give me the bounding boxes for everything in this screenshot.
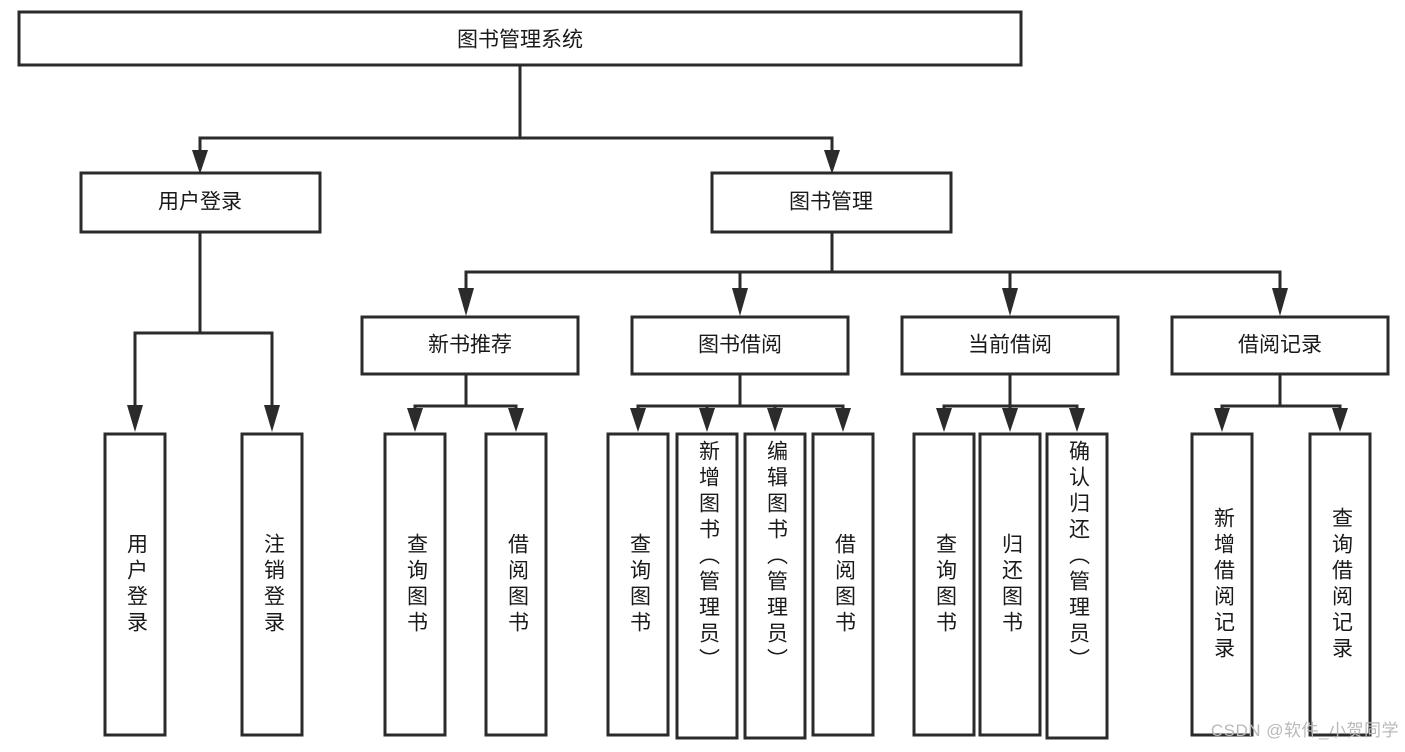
- leaf-box-bookborrow-query[interactable]: [606, 432, 670, 737]
- node-box-borrow-record[interactable]: [1170, 315, 1390, 376]
- node-label-book-management: 图书管理: [789, 191, 873, 214]
- node-label-current-borrow: 当前借阅: [968, 334, 1052, 357]
- node-box-book-management[interactable]: [710, 171, 953, 234]
- connector-bookmgmt-to-level3: [458, 230, 1288, 316]
- connector-bookborrow-to-leaves: [630, 372, 851, 432]
- csdn-watermark: CSDN @软件_小贺同学: [1210, 721, 1399, 740]
- node-box-book-borrow[interactable]: [630, 315, 850, 376]
- connector-currentborrow-to-leaves: [936, 372, 1085, 432]
- leaf-box-record-query[interactable]: [1308, 432, 1372, 737]
- node-box-root[interactable]: [17, 10, 1023, 67]
- leaf-box-currentborrow-confirm[interactable]: [1045, 432, 1109, 740]
- leaf-box-record-add[interactable]: [1190, 432, 1254, 737]
- connector-newbook-to-leaves: [407, 372, 524, 432]
- leaf-box-user-login-logout[interactable]: [240, 432, 304, 737]
- leaf-box-bookborrow-edit[interactable]: [743, 432, 807, 740]
- node-box-user-login[interactable]: [79, 171, 322, 234]
- leaf-box-currentborrow-query[interactable]: [912, 432, 976, 737]
- connector-borrowrecord-to-leaves: [1214, 372, 1348, 432]
- node-label-user-login: 用户登录: [158, 191, 242, 214]
- leaf-box-bookborrow-borrow[interactable]: [811, 432, 875, 737]
- leaf-box-newbook-query[interactable]: [383, 432, 447, 737]
- leaf-box-bookborrow-add[interactable]: [675, 432, 739, 740]
- node-box-current-borrow[interactable]: [900, 315, 1120, 376]
- node-label-root: 图书管理系统: [457, 29, 583, 52]
- leaf-box-user-login-login[interactable]: [103, 432, 167, 737]
- connector-userlogin-to-leaves: [127, 230, 280, 432]
- leaf-box-currentborrow-return[interactable]: [978, 432, 1042, 737]
- node-label-borrow-record: 借阅记录: [1238, 334, 1322, 357]
- node-label-new-book-recommend: 新书推荐: [428, 334, 512, 357]
- leaf-box-newbook-borrow[interactable]: [484, 432, 548, 737]
- node-box-new-book-recommend[interactable]: [360, 315, 580, 376]
- connector-root-to-level2: [192, 63, 840, 174]
- node-label-book-borrow: 图书借阅: [698, 334, 782, 357]
